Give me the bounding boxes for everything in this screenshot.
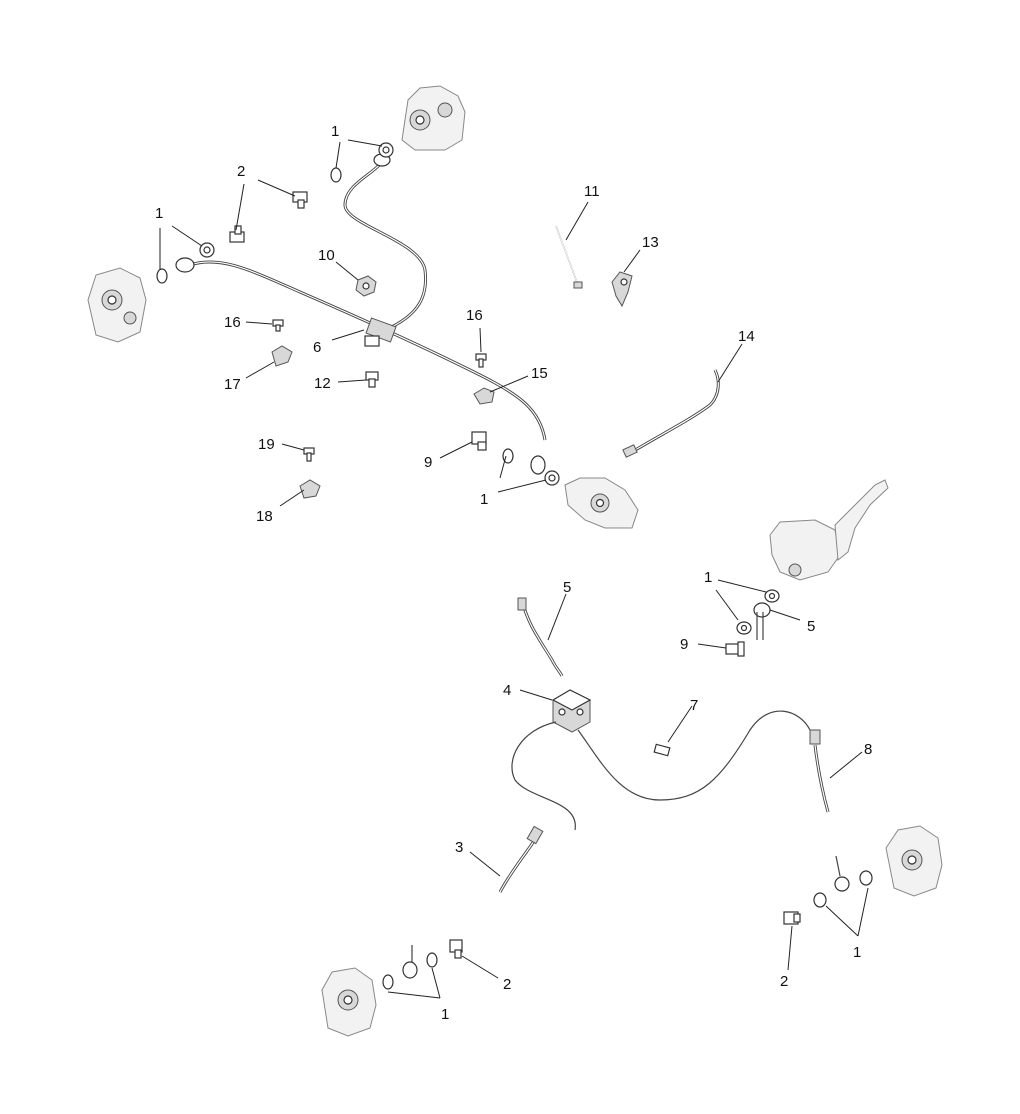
bottom-left-fittings — [382, 939, 463, 990]
callout-7: 7 — [690, 697, 698, 714]
callout-1-right: 1 — [704, 569, 712, 586]
callout-14: 14 — [738, 328, 755, 345]
leader-lines — [159, 139, 869, 999]
callout-4: 4 — [503, 682, 511, 699]
caliper-top — [401, 85, 466, 151]
callout-6: 6 — [313, 339, 321, 356]
callout-10: 10 — [318, 247, 335, 264]
hose-5-upper — [517, 597, 564, 677]
fitting-13 — [611, 271, 633, 308]
brake-hose-14 — [622, 369, 720, 458]
callout-1-left: 1 — [155, 205, 163, 222]
callout-9-mid: 9 — [424, 454, 432, 471]
callout-2-bottom: 2 — [503, 976, 511, 993]
hose-3 — [498, 721, 576, 893]
clip-18 — [299, 479, 321, 499]
callout-1-bottom: 1 — [441, 1006, 449, 1023]
callout-1-top: 1 — [331, 123, 339, 140]
caliper-mid — [564, 477, 639, 529]
callout-17: 17 — [224, 376, 241, 393]
banjo-bolts-2 — [229, 191, 308, 243]
bolt-7 — [653, 743, 671, 757]
callout-15: 15 — [531, 365, 548, 382]
callout-1-br: 1 — [853, 944, 861, 961]
caliper-bottom-left — [321, 967, 377, 1037]
callout-8: 8 — [864, 741, 872, 758]
callout-16-mid: 16 — [466, 307, 483, 324]
mc-fittings — [725, 589, 780, 657]
master-cylinder — [769, 479, 889, 581]
callout-12: 12 — [314, 375, 331, 392]
junction-block-4 — [551, 689, 592, 733]
screw-16-left — [272, 319, 284, 332]
hose-8 — [577, 710, 830, 813]
banjo-bolt-9-mid — [471, 431, 487, 451]
bottom-right-fittings — [783, 855, 873, 925]
nut-10 — [355, 275, 377, 297]
washers-1 — [156, 142, 560, 486]
caliper-bottom-right — [885, 825, 943, 897]
caliper-left — [87, 267, 147, 343]
clip-17 — [271, 345, 293, 367]
callout-numbers: 1 2 1 10 11 13 16 6 17 12 16 15 14 19 9 … — [155, 123, 872, 1023]
screw-19 — [303, 447, 315, 462]
clip-15 — [473, 387, 495, 405]
callout-19: 19 — [258, 436, 275, 453]
callout-11: 11 — [584, 183, 600, 200]
callout-13: 13 — [642, 234, 659, 251]
callout-2-top: 2 — [237, 163, 245, 180]
callout-18: 18 — [256, 508, 273, 525]
callout-1-mid: 1 — [480, 491, 488, 508]
callout-16-left: 16 — [224, 314, 241, 331]
callout-5-top: 5 — [563, 579, 571, 596]
cable-tie-11 — [555, 225, 583, 289]
callout-2-br: 2 — [780, 973, 788, 990]
callout-3: 3 — [455, 839, 463, 856]
callout-5-right: 5 — [807, 618, 815, 635]
bolt-12 — [365, 371, 379, 388]
callout-9-right: 9 — [680, 636, 688, 653]
screw-16-mid — [475, 353, 487, 368]
